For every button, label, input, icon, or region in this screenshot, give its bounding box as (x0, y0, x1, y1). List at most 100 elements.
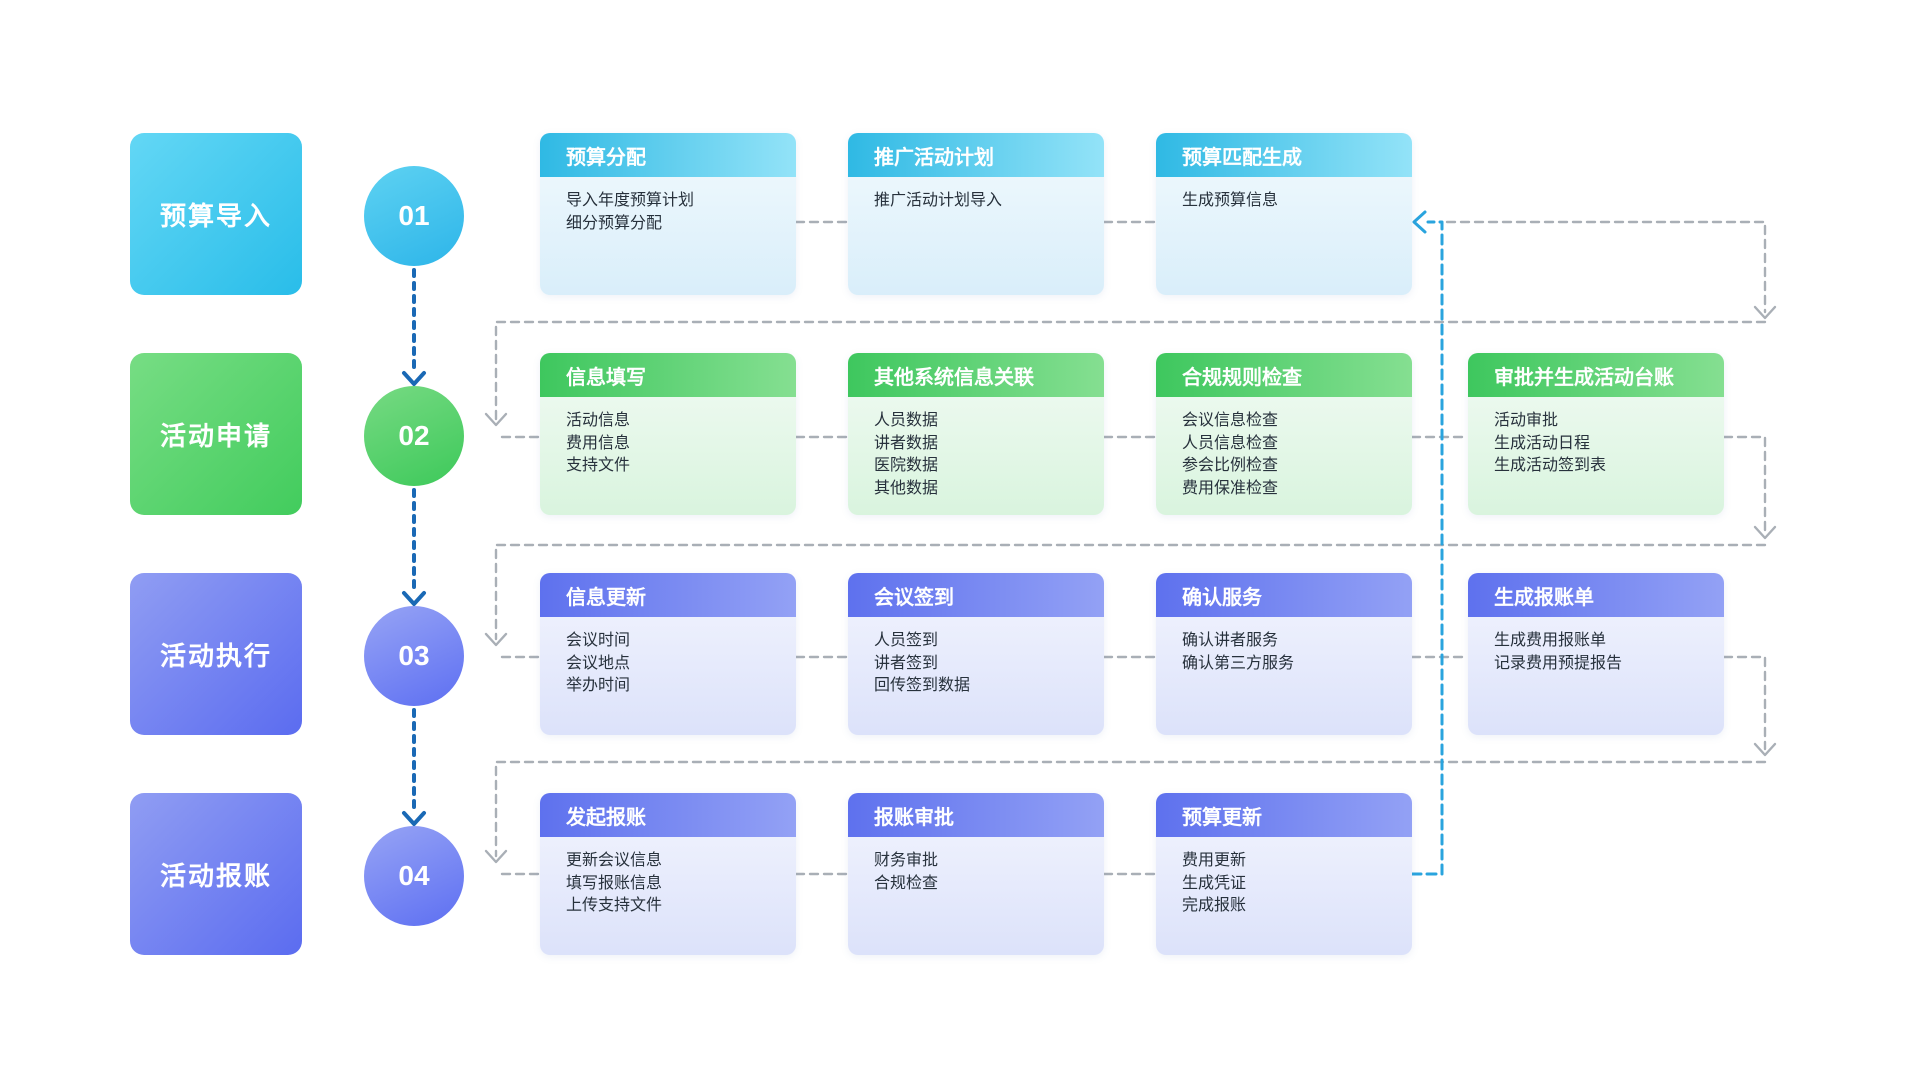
flow-card-body: 活动审批生成活动日程生成活动签到表 (1468, 397, 1724, 478)
flow-card-body: 确认讲者服务确认第三方服务 (1156, 617, 1412, 675)
step-number: 01 (398, 200, 430, 231)
feedback-line-budget-update (1410, 220, 1444, 876)
flow-card-item: 费用信息 (566, 434, 631, 452)
flow-card-header: 确认服务 (1156, 573, 1412, 617)
arrow-down-icon-3 (1753, 525, 1777, 540)
connector-bus-row3-to-row4 (494, 760, 1767, 858)
flow-card-item: 确认讲者服务 (1182, 632, 1279, 649)
stage-label: 预算导入 (159, 200, 272, 231)
flow-card-title: 预算分配 (566, 146, 646, 169)
flow-card-title: 报账审批 (874, 806, 954, 829)
arrow-down-icon-4 (484, 632, 508, 647)
arrow-down-icon-5 (1753, 742, 1777, 757)
flow-card-body: 财务审批合规检查 (848, 837, 1104, 895)
flow-card-header: 报账审批 (848, 793, 1104, 837)
flow-card-item: 上传支持文件 (566, 897, 663, 914)
flow-card-header: 发起报账 (540, 793, 796, 837)
flow-card: 审批并生成活动台账活动审批生成活动日程生成活动签到表 (1468, 353, 1724, 515)
flow-card-item: 生成活动签到表 (1494, 457, 1607, 474)
flow-card-item: 费用更新 (1182, 852, 1247, 869)
flow-card-body: 人员数据讲者数据医院数据其他数据 (848, 397, 1104, 500)
stage-label: 活动执行 (159, 640, 272, 671)
step-circle-03: 03 (364, 606, 464, 706)
flow-card-item: 合规检查 (874, 874, 939, 892)
flow-card-title: 推广活动计划 (874, 146, 994, 169)
flow-card-header: 信息更新 (540, 573, 796, 617)
flow-card-item: 财务审批 (874, 852, 939, 869)
flow-card-item: 确认第三方服务 (1182, 654, 1295, 672)
arrow-down-icon-step-1 (402, 371, 426, 386)
arrow-down-icon-2 (484, 412, 508, 427)
flow-card-body: 会议时间会议地点举办时间 (540, 617, 796, 698)
flow-card: 推广活动计划推广活动计划导入 (848, 133, 1104, 295)
flow-card-item: 推广活动计划导入 (874, 192, 1003, 209)
flow-card: 会议签到人员签到讲者签到回传签到数据 (848, 573, 1104, 735)
flow-card: 报账审批财务审批合规检查 (848, 793, 1104, 955)
flow-card-item: 参会比例检查 (1182, 457, 1279, 474)
flow-card-header: 审批并生成活动台账 (1468, 353, 1724, 397)
flow-card: 合规规则检查会议信息检查人员信息检查参会比例检查费用保准检查 (1156, 353, 1412, 515)
flow-card: 信息填写活动信息费用信息支持文件 (540, 353, 796, 515)
flow-card-item: 讲者数据 (874, 434, 939, 452)
arrow-left-icon-feedback (1412, 210, 1427, 234)
flow-card: 生成报账单生成费用报账单记录费用预提报告 (1468, 573, 1724, 735)
flow-card-title: 信息更新 (566, 586, 646, 609)
flow-card-title: 确认服务 (1182, 586, 1262, 609)
flow-card-item: 医院数据 (874, 457, 939, 474)
arrow-down-icon-step-2 (402, 591, 426, 606)
step-number: 04 (398, 860, 430, 891)
flow-card-body: 更新会议信息填写报账信息上传支持文件 (540, 837, 796, 918)
flow-card-body: 导入年度预算计划细分预算分配 (540, 177, 796, 235)
step-circle-04: 04 (364, 826, 464, 926)
flow-card-body: 费用更新生成凭证完成报账 (1156, 837, 1412, 918)
flow-card: 确认服务确认讲者服务确认第三方服务 (1156, 573, 1412, 735)
connector-row3-wrap-right (1722, 655, 1767, 751)
flow-card-title: 预算更新 (1182, 806, 1262, 829)
flow-card: 其他系统信息关联人员数据讲者数据医院数据其他数据 (848, 353, 1104, 515)
connector-bus-row1-to-row2 (494, 320, 1767, 421)
arrow-down-icon-step-3 (402, 811, 426, 826)
stage-box-02: 活动申请 (130, 353, 302, 515)
flow-card-title: 其他系统信息关联 (874, 366, 1034, 389)
stage-label: 活动申请 (159, 420, 272, 451)
flow-card-title: 生成报账单 (1494, 586, 1594, 609)
flow-card-item: 生成预算信息 (1182, 192, 1279, 209)
flow-card-item: 填写报账信息 (566, 874, 663, 892)
flow-card-item: 活动信息 (566, 412, 631, 429)
flow-card-header: 预算更新 (1156, 793, 1412, 837)
flow-card-item: 会议信息检查 (1182, 412, 1279, 429)
flow-card-item: 回传签到数据 (874, 677, 971, 694)
flow-card-header: 预算分配 (540, 133, 796, 177)
flow-card-item: 完成报账 (1182, 897, 1247, 914)
flow-card-title: 预算匹配生成 (1182, 146, 1302, 169)
flow-card-body: 人员签到讲者签到回传签到数据 (848, 617, 1104, 698)
flow-card-item: 生成凭证 (1182, 874, 1247, 892)
flow-card-title: 信息填写 (566, 366, 646, 389)
flow-card-title: 发起报账 (566, 806, 646, 829)
flow-card-header: 其他系统信息关联 (848, 353, 1104, 397)
flow-card-item: 记录费用预提报告 (1494, 654, 1623, 672)
flow-card-item: 导入年度预算计划 (566, 192, 695, 209)
step-circle-02: 02 (364, 386, 464, 486)
flow-card-body: 活动信息费用信息支持文件 (540, 397, 796, 478)
flow-card: 预算匹配生成生成预算信息 (1156, 133, 1412, 295)
step-number: 02 (398, 420, 430, 451)
flow-card-item: 会议时间 (566, 632, 631, 649)
flow-card-item: 会议地点 (566, 654, 631, 672)
flow-card-title: 合规规则检查 (1182, 366, 1302, 389)
flow-card: 信息更新会议时间会议地点举办时间 (540, 573, 796, 735)
step-circle-01: 01 (364, 166, 464, 266)
flow-card-body: 推广活动计划导入 (848, 177, 1104, 213)
flow-card-header: 信息填写 (540, 353, 796, 397)
connector-row2-wrap-right (1722, 435, 1767, 534)
flow-card: 预算更新费用更新生成凭证完成报账 (1156, 793, 1412, 955)
connector-row1-wrap-right (1445, 220, 1767, 314)
flow-card-header: 会议签到 (848, 573, 1104, 617)
flow-card-item: 费用保准检查 (1182, 479, 1279, 497)
flow-card-header: 生成报账单 (1468, 573, 1724, 617)
flow-card-header: 推广活动计划 (848, 133, 1104, 177)
flow-card-body: 生成费用报账单记录费用预提报告 (1468, 617, 1724, 675)
flow-card-title: 会议签到 (874, 586, 954, 609)
